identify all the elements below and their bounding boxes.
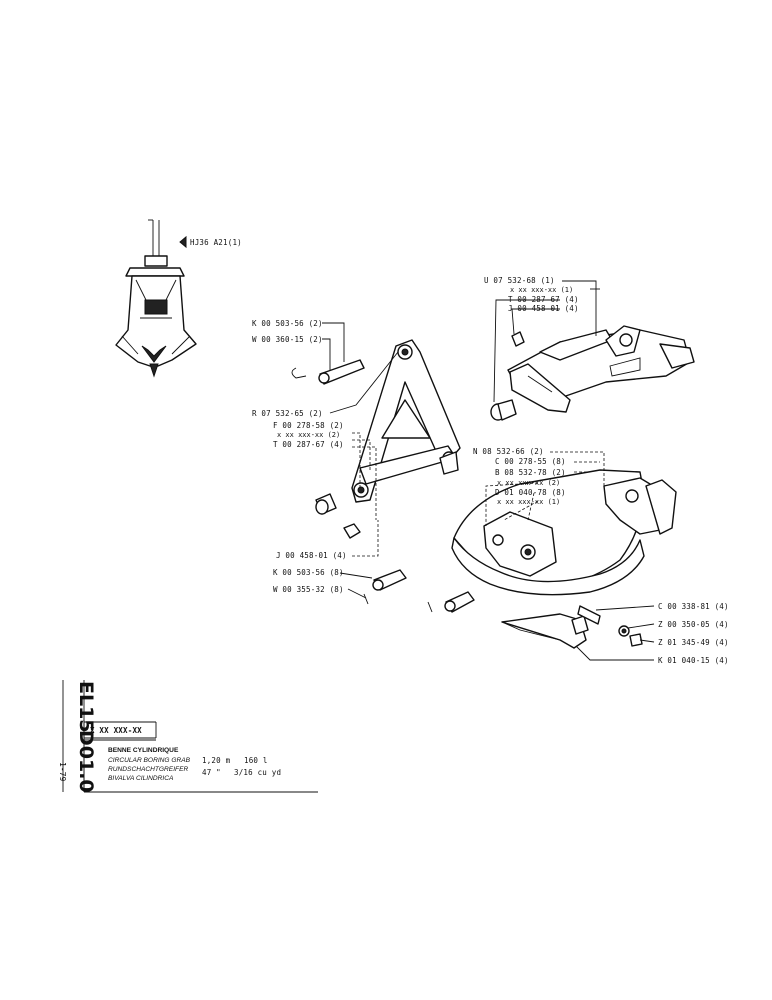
- a-frame-drawing: [291, 339, 461, 539]
- label-k-00-503-56-top: K 00 503-56 (2): [252, 319, 323, 328]
- tooth-hardware-drawing: [501, 605, 643, 649]
- revision-code: 1-79: [58, 762, 67, 781]
- label-t-00-287-67-head: T 00 287-67 (4): [508, 295, 579, 304]
- title-block: X XX XXX-XX BENNE CYLINDRIQUE CIRCULAR B…: [83, 720, 318, 793]
- side-code: EL15 D01.0 1-79: [58, 680, 97, 793]
- name-italian: BIVALVA CILINDRICA: [108, 775, 174, 782]
- label-x-xx-frame: x xx xxx-xx (2): [277, 431, 340, 439]
- label-x-xx-bucket-2: x xx xxx-xx (2): [497, 479, 560, 487]
- head-bracket-drawing: [490, 325, 695, 421]
- label-k-01-040-15: K 01 040-15 (4): [658, 656, 729, 665]
- name-english: CIRCULAR BORING GRAB: [108, 757, 191, 764]
- label-u-07-532-68: U 07 532-68 (1): [484, 276, 555, 285]
- overview-ref-label: HJ36 A21(1): [190, 238, 242, 247]
- label-f-00-278-58: F 00 278-58 (2): [273, 421, 344, 430]
- label-x-xx-bucket-1: x xx xxx-xx (1): [497, 498, 560, 506]
- bucket-shell-drawing: [363, 469, 677, 613]
- series-code: EL15: [75, 681, 97, 733]
- label-w-00-360-15: W 00 360-15 (2): [252, 335, 323, 344]
- capacity-metric: 160 l: [244, 756, 268, 765]
- label-k-00-503-56-low: K 00 503-56 (8): [273, 568, 344, 577]
- label-n-08-532-66: N 08 532-66 (2): [473, 447, 544, 456]
- name-french: BENNE CYLINDRIQUE: [108, 747, 179, 754]
- document-code: D01.0: [75, 730, 97, 793]
- overview-grab-drawing: [115, 219, 197, 378]
- name-german: RUNDSCHACHTGREIFER: [108, 766, 188, 773]
- label-x-xx-head: x xx xxx-xx (1): [510, 286, 573, 294]
- label-c-00-338-81: C 00 338-81 (4): [658, 602, 729, 611]
- diameter-imperial: 47 ": [202, 768, 221, 777]
- label-j-00-458-01-head: J 00 458-01 (4): [508, 304, 579, 313]
- label-c-00-278-55: C 00 278-55 (8): [495, 457, 566, 466]
- leader-lines: [322, 280, 655, 661]
- label-t-00-287-67-frame: T 00 287-67 (4): [273, 440, 344, 449]
- label-j-00-458-01-frame: J 00 458-01 (4): [276, 551, 347, 560]
- label-r-07-532-65: R 07 532-65 (2): [252, 409, 323, 418]
- label-d-01-040-78: D 01 040-78 (8): [495, 488, 566, 497]
- label-b-08-532-78: B 08 532-78 (2): [495, 468, 566, 477]
- label-w-00-355-32: W 00 355-32 (8): [273, 585, 344, 594]
- diameter-metric: 1,20 m: [202, 756, 231, 765]
- label-z-00-350-05: Z 00 350-05 (4): [658, 620, 729, 629]
- part-number: X XX XXX-XX: [90, 726, 142, 735]
- label-z-01-345-49: Z 01 345-49 (4): [658, 638, 729, 647]
- capacity-imperial: 3/16 cu yd: [234, 768, 281, 777]
